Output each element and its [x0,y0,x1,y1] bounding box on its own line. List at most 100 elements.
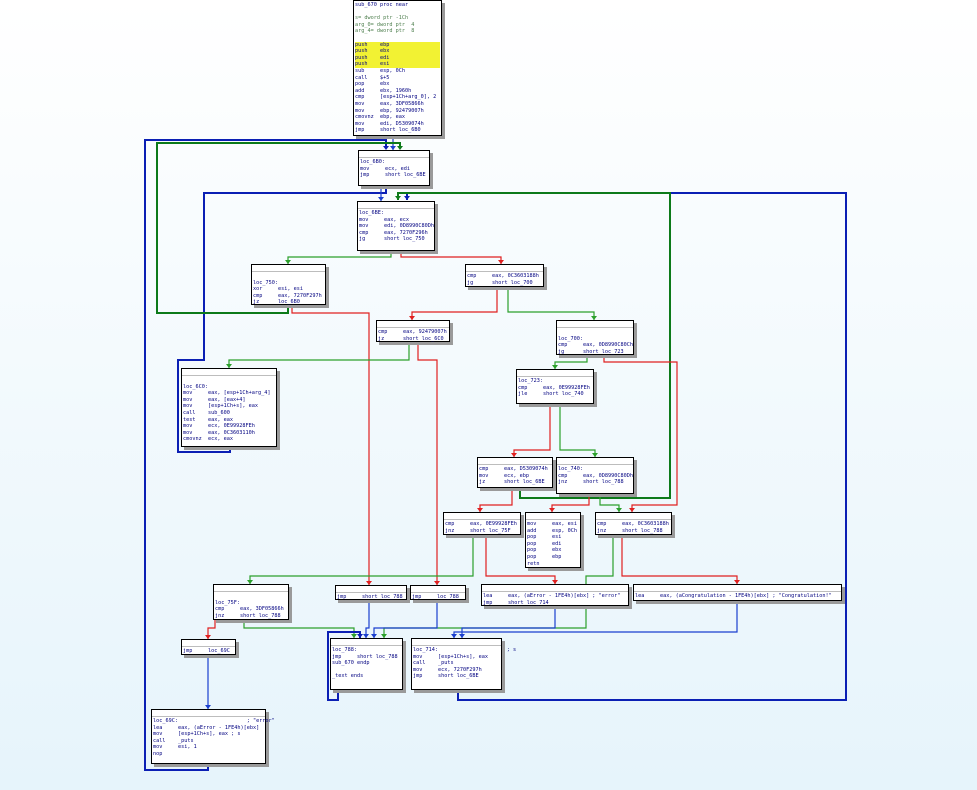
asm-line: call _puts [413,660,454,667]
asm-line: loc_69C: ; "error" [153,718,275,724]
edge-loop-outer-left [144,139,387,771]
asm-line: jmp short loc_788 [337,594,403,600]
asm-line: mov [esp+1Ch+s], eax ; s [153,731,241,738]
asm-line: jmp loc_788 [412,594,459,600]
edge-75f-788 [243,620,355,638]
asm-line: call _puts [153,737,194,744]
asm-line: jnz short loc_75F [445,527,511,534]
asm-line: cmp [esp+1Ch+arg_0], 2 [355,94,437,101]
asm-line [355,9,440,16]
asm-line: mov ecx, ebp [479,472,529,479]
block-loc-69c[interactable]: loc_69C: ; "error"lea eax, (aError - 1FE… [151,709,275,764]
asm-line: mov ecx, 0E99928FEh [183,423,255,430]
asm-line: cmp eax, 92479007h [378,329,447,335]
asm-line: jnz short loc_788 [215,612,281,619]
asm-line [253,273,324,280]
edge-cmp2-jmp2 [417,342,438,585]
asm-line: mov [esp+1Ch+s], eax [183,403,258,410]
asm-line: nop [153,750,163,757]
asm-line: mov ebp, 92479007h [355,107,424,114]
asm-line: loc_6C0: [183,383,208,390]
edge-jmp2-788 [373,600,438,638]
asm-line: call sub_600 [183,409,230,416]
asm-line: jz short loc_6BE [479,479,545,486]
asm-line: mov edi, D5309074h [355,120,424,127]
asm-line: mov [esp+1Ch+s], eax [413,653,488,660]
asm-line: loc_75F: [215,599,240,606]
edge-740-cmp5 [599,494,620,512]
asm-line: mov eax, esi [527,521,577,527]
asm-line: cmp eax, 0E99928FEh [518,384,590,391]
asm-line: cmp eax, 7270F296h [359,229,428,236]
asm-line: loc_714: ; s [413,647,517,653]
asm-line: jmp short loc_6B0 [355,127,421,134]
edge-cmp2-6c0 [228,342,410,368]
edge-cmp4-75f [249,535,474,584]
edge-700-740 [603,355,678,512]
block-jmp-69c[interactable]: jmp loc_69C [181,639,236,655]
edge-loop-714-6be [406,192,847,701]
asm-line: pop ebp [527,553,562,560]
asm-line: loc_740: [558,466,583,472]
block-lea-congratulation[interactable]: lea eax, (aCongratulation - 1FE4h)[ebx] … [633,584,842,601]
edge-6be-750 [287,251,392,264]
block-lea-error[interactable]: lea eax, (aError - 1FE4h)[ebx] ; "error"… [481,584,629,606]
asm-line: loc_6B0: [360,159,385,165]
asm-line: jmp short loc_6BE [360,172,426,179]
asm-line: loc_723: [518,378,543,384]
asm-line: mov eax, [eax+4] [183,396,246,403]
asm-line [558,329,632,336]
edge-loop-cmp3-6be [397,192,671,499]
edge-750-jmp1 [291,305,370,585]
asm-line [355,35,440,42]
asm-line: arg_0= dword ptr 4 [355,21,415,28]
edge-723-cmp3 [513,404,551,457]
asm-line: push edi [355,54,440,62]
block-loc-6c0[interactable]: loc_6C0:mov eax, [esp+1Ch+arg_4]mov eax,… [181,368,277,447]
asm-line: loc_750: [253,279,278,286]
asm-line: sub_670 endp [332,660,370,667]
asm-line: jz short loc_6C0 [378,335,444,342]
block-jmp-788-a[interactable]: jmp short loc_788 [335,585,407,600]
asm-line: cmovnz ebp, eax [355,114,405,121]
asm-line: cmp eax, 0D8990C80Ch [558,342,633,349]
edge-congrats-714 [453,601,738,638]
asm-line: sub_670 proc near [355,2,409,8]
edge-loop-750-6b0 [156,142,401,314]
asm-line: retn [527,560,540,567]
asm-line: jnz short loc_788 [597,527,663,534]
edge-6be-cmp1 [400,251,502,264]
asm-line [183,377,275,384]
asm-line: cmp eax, 3DF05866h [215,606,284,613]
asm-line [332,667,401,674]
asm-line: jg short loc_750 [359,236,425,243]
asm-line: cmp eax, 0D8990C80Dh [558,472,633,479]
asm-line: add esp, 0Ch [527,527,577,534]
edge-75f-jmp69c [207,620,216,639]
asm-line: arg_4= dword ptr 8 [355,28,415,35]
asm-line: loc_700: [558,335,583,342]
asm-line: sub esp, 0Ch [355,67,405,74]
asm-line: jg short loc_723 [558,348,624,355]
asm-line: jz loc_6B0 [253,299,300,306]
block-jmp-788-b[interactable]: jmp loc_788 [410,585,466,600]
asm-line: cmp eax, 7270F297h [253,292,322,299]
asm-line: jg short loc_700 [467,279,533,286]
asm-line: s= dword ptr -1Ch [355,15,409,22]
